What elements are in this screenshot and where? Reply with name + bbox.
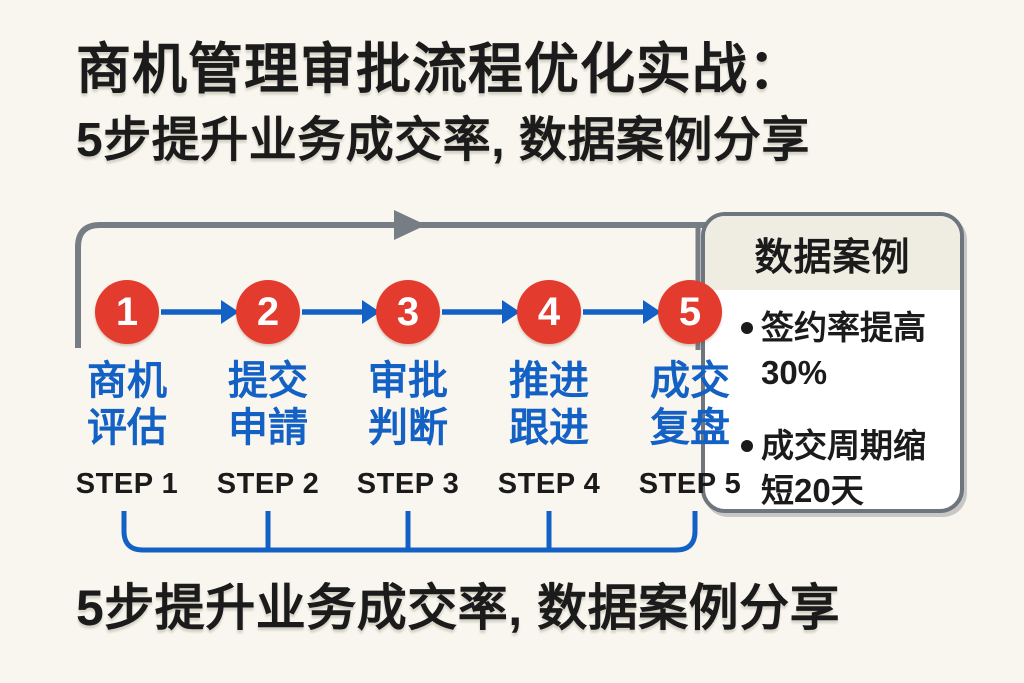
step-2-number: 2 [256,289,280,334]
step-3: 3 审批 判断 STEP 3 [328,280,488,501]
bullet-dot-icon [741,440,753,452]
page-title: 商机管理审批流程优化实战： [76,38,805,100]
step-1-number: 1 [115,289,139,334]
data-case-bullet-2-text: 成交周期缩短20天 [761,427,926,509]
step-2-label: 提交 申請 [188,358,348,452]
flow-arrow-2 [302,300,380,324]
step-3-label-line1: 审批 [368,359,448,403]
flow-arrow-4 [583,300,661,324]
data-case-panel-title: 数据案例 [705,216,960,290]
step-2-label-line1: 提交 [228,359,308,403]
step-4-number: 4 [537,289,561,334]
page-subtitle: 5步提升业务成交率, 数据案例分享 [76,114,810,167]
flow-arrow-3 [442,300,520,324]
step-5: 5 成交 复盘 STEP 5 [610,280,770,501]
step-3-caption: STEP 3 [356,468,460,500]
step-5-label-line1: 成交 [650,359,730,403]
step-5-caption: STEP 5 [638,468,742,500]
step-1-label-line1: 商机 [87,359,167,403]
step-1-badge: 1 [95,280,159,344]
step-3-label: 审批 判断 [328,358,488,452]
step-1-label: 商机 评估 [47,358,207,452]
bullet-dot-icon [741,322,753,334]
step-2-label-line2: 申請 [228,406,308,450]
step-2-caption: STEP 2 [216,468,320,500]
step-4-caption: STEP 4 [497,468,601,500]
step-1-label-line2: 评估 [87,406,167,450]
step-4-badge: 4 [517,280,581,344]
step-5-number: 5 [678,289,702,334]
step-3-badge: 3 [376,280,440,344]
step-1-caption: STEP 1 [75,468,179,500]
step-5-label: 成交 复盘 [610,358,770,452]
footer-caption: 5步提升业务成交率, 数据案例分享 [76,580,841,636]
step-3-label-line2: 判断 [368,406,448,450]
step-4-label-line1: 推进 [509,359,589,403]
data-case-bullet-2: 成交周期缩短20天 [741,423,950,509]
data-case-panel: 数据案例 签约率提高30% 成交周期缩短20天 [701,212,964,513]
step-5-badge: 5 [658,280,722,344]
step-4: 4 推进 跟进 STEP 4 [469,280,629,501]
step-4-label-line2: 跟进 [509,406,589,450]
flow-arrow-1 [161,300,239,324]
data-case-panel-body: 签约率提高30% 成交周期缩短20天 [705,290,960,509]
loop-arrowhead-icon [394,210,426,240]
step-4-label: 推进 跟进 [469,358,629,452]
process-loop-line [75,222,710,348]
step-2: 2 提交 申請 STEP 2 [188,280,348,501]
step-5-label-line2: 复盘 [650,406,730,450]
step-1: 1 商机 评估 STEP 1 [47,280,207,501]
data-case-bullet-1-text: 签约率提高30% [761,309,926,391]
data-case-bullet-1: 签约率提高30% [741,305,950,395]
step-3-number: 3 [396,289,420,334]
step-2-badge: 2 [236,280,300,344]
